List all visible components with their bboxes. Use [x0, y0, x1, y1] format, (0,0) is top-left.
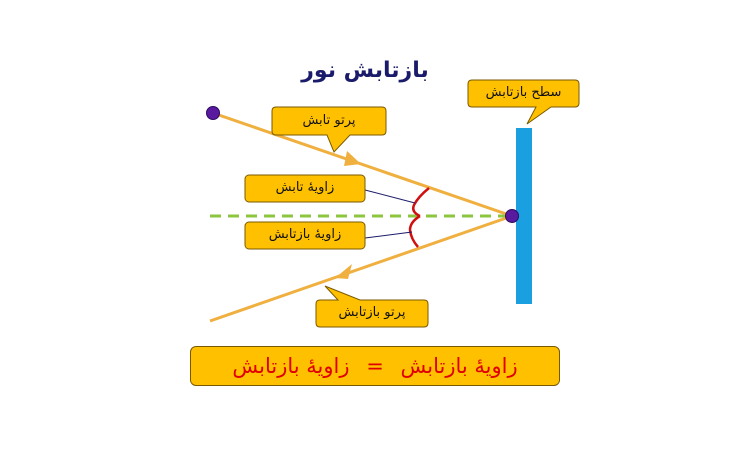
incidence-angle-arc: [412, 187, 430, 218]
incident-ray-arrow: [344, 151, 361, 166]
incident-ray-callout: [271, 106, 387, 153]
incidence-angle-callout: [244, 174, 366, 203]
reflecting-surface-callout: [467, 79, 580, 125]
incidence-point: [505, 209, 519, 223]
reflecting-surface-label: سطح بازتابش: [485, 85, 562, 100]
incident-ray-label: پرتو تابش: [302, 113, 356, 128]
incidence-angle-connector: [364, 189, 416, 204]
law-of-reflection-formula: زاویهٔ بازتابش = زاویهٔ بازتابش: [190, 346, 560, 386]
reflected-ray-arrow: [335, 264, 352, 279]
diagram-title: بازتابش نور: [301, 58, 429, 83]
reflection-angle-arc: [408, 214, 421, 248]
formula-right-term: زاویهٔ بازتابش: [232, 354, 350, 378]
source-point: [206, 106, 220, 120]
incident-ray: [212, 111, 513, 218]
formula-equals-sign: =: [366, 354, 384, 378]
formula-left-term: زاویهٔ بازتابش: [400, 354, 518, 378]
reflected-ray-label: پرتو بازتابش: [338, 305, 406, 320]
reflected-ray: [209, 214, 513, 323]
reflection-angle-connector: [364, 231, 413, 239]
reflected-ray-callout: [315, 285, 429, 328]
reflection-angle-callout: [244, 221, 366, 250]
reflecting-surface: [516, 128, 532, 304]
reflection-angle-label: زاویهٔ بازتابش: [268, 227, 342, 242]
incidence-angle-label: زاویهٔ تابش: [275, 180, 335, 195]
